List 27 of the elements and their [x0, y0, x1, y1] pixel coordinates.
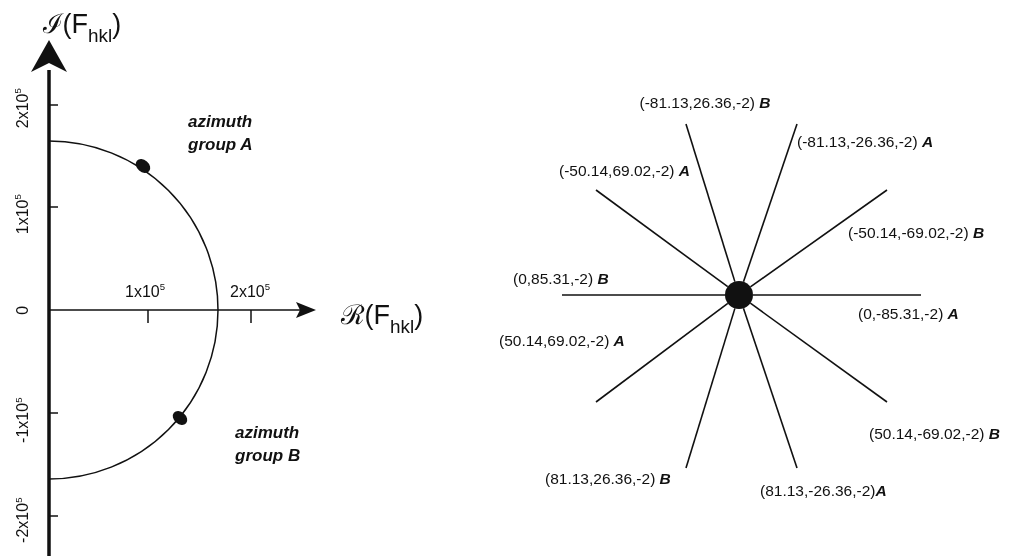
axis-title: ℛ(F$_{hkl}$) [340, 299, 424, 331]
annotation-text: azimuth group B [235, 422, 302, 467]
ray-line [742, 307, 798, 469]
coordinate-label: (81.13,-26.36,-2)A [760, 482, 887, 500]
ray-line [595, 189, 729, 288]
ray-line [685, 123, 736, 283]
ray-line [742, 123, 798, 283]
coordinate-label: (-81.13,26.36,-2) B [639, 94, 771, 112]
coordinate-label: (-81.13,-26.36,-2) A [797, 133, 934, 151]
coordinate-label: (-50.14,-69.02,-2) B [848, 224, 985, 242]
coordinate-label: (81.13,26.36,-2) B [545, 470, 671, 488]
ray-line [749, 302, 888, 403]
tick-label: 0 [13, 305, 32, 315]
annotation-text: azimuth group A [188, 111, 254, 156]
ray-line [595, 302, 729, 403]
ray-line [561, 294, 726, 296]
coordinate-label: (50.14,69.02,-2) A [499, 332, 625, 350]
axis-title: ℐ(F$_{hkl}$) [42, 8, 122, 40]
coordinate-label: (0,-85.31,-2) A [858, 305, 959, 323]
tick-label: 1x10$^{5}$ [125, 283, 166, 302]
coordinate-label: (0,85.31,-2) B [513, 270, 609, 288]
tick-label: 2x10$^{5}$ [230, 283, 271, 302]
coordinate-label: (50.14,-69.02,-2) B [869, 425, 1000, 443]
ray-line [749, 189, 888, 288]
ray-line [685, 307, 736, 469]
coordinate-label: (-50.14,69.02,-2) A [559, 162, 690, 180]
ray-line [752, 294, 922, 296]
